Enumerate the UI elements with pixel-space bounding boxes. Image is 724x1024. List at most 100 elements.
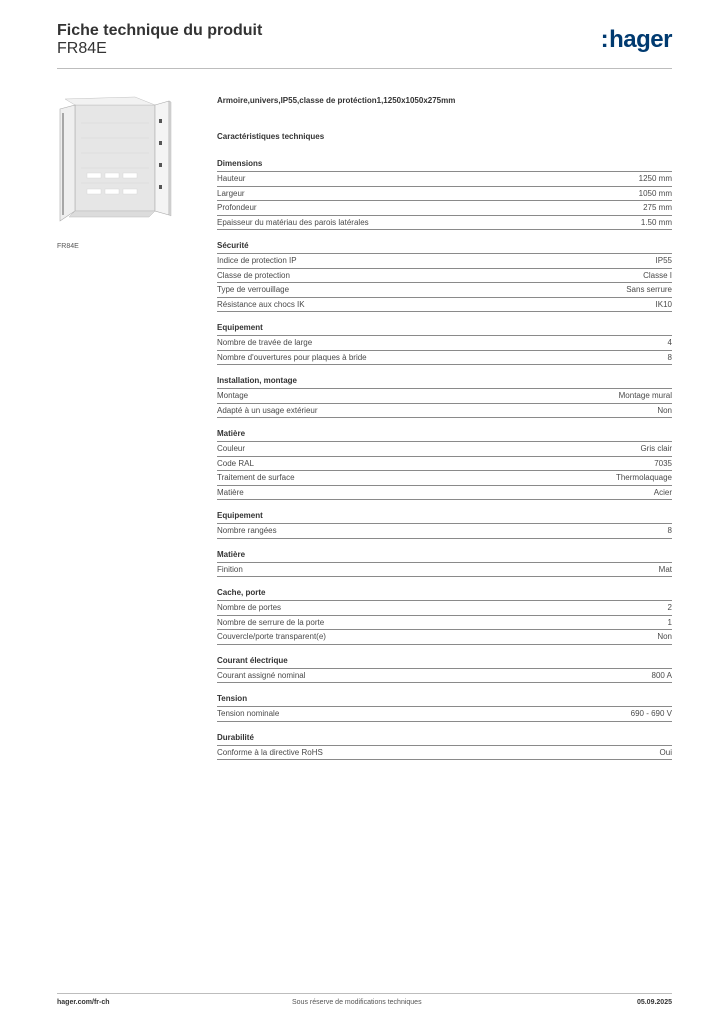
spec-group-title: Matière — [217, 429, 672, 442]
spec-row: Largeur 1050 mm — [217, 187, 672, 201]
spec-group-title: Matière — [217, 550, 672, 563]
spec-label: Nombre de portes — [217, 603, 282, 612]
spec-group-title: Cache, porte — [217, 588, 672, 601]
spec-label: Résistance aux chocs IK — [217, 299, 305, 309]
spec-row: Tension nominale 690 - 690 V — [217, 707, 672, 722]
spec-row: Traitement de surface Thermolaquage — [217, 471, 672, 486]
spec-label: Couvercle/porte transparent(e) — [217, 632, 326, 641]
spec-label: Epaisseur du matériau des parois latéral… — [217, 217, 369, 227]
spec-row: Nombre de travée de large 4 — [217, 336, 672, 351]
product-code: FR84E — [57, 40, 107, 57]
spec-group-title: Durabilité — [217, 733, 672, 746]
spec-label: Courant assigné nominal — [217, 670, 306, 680]
spec-label: Largeur — [217, 188, 245, 198]
spec-value: Gris clair — [640, 444, 672, 453]
spec-value: 1.50 mm — [640, 217, 672, 227]
spec-group-title: Sécurité — [217, 241, 672, 254]
spec-label: Indice de protection IP — [217, 256, 297, 265]
spec-row: Nombre de serrure de la porte 1 — [217, 616, 672, 630]
spec-value: Acier — [653, 487, 672, 497]
spec-label: Nombre d'ouvertures pour plaques à bride — [217, 352, 367, 362]
footer-website: hager.com/fr-ch — [57, 999, 110, 1006]
spec-value: IK10 — [655, 299, 672, 309]
spec-group-title: Dimensions — [217, 159, 672, 172]
spec-label: Matière — [217, 487, 244, 497]
spec-group-title: Tension — [217, 694, 672, 707]
spec-value: Non — [657, 632, 672, 641]
spec-value: IP55 — [655, 256, 672, 265]
header-divider — [57, 68, 672, 69]
spec-value: Thermolaquage — [615, 473, 672, 482]
spec-value: 4 — [667, 338, 672, 347]
spec-row: Conforme à la directive RoHS Oui — [217, 746, 672, 760]
spec-value: Oui — [659, 747, 672, 757]
footer-disclaimer: Sous réserve de modifications techniques — [292, 999, 422, 1006]
document-title: Fiche technique du produit — [57, 22, 263, 39]
footer-divider — [57, 993, 672, 994]
spec-row: Montage Montage mural — [217, 389, 672, 404]
spec-value: 2 — [667, 603, 672, 612]
spec-value: Classe I — [643, 270, 672, 280]
spec-row: Nombre de portes 2 — [217, 601, 672, 616]
spec-group-title: Equipement — [217, 323, 672, 336]
spec-label: Finition — [217, 564, 243, 574]
spec-value: Mat — [658, 564, 672, 574]
spec-row: Type de verrouillage Sans serrure — [217, 283, 672, 298]
spec-row: Code RAL 7035 — [217, 457, 672, 471]
spec-value: 7035 — [654, 458, 672, 468]
spec-label: Montage — [217, 391, 249, 400]
spec-content: Armoire,univers,IP55,classe de protéctio… — [217, 96, 672, 760]
spec-group-title: Equipement — [217, 511, 672, 524]
spec-value: Sans serrure — [626, 285, 672, 294]
spec-value: 1 — [667, 617, 672, 627]
brand-name: hager — [609, 26, 672, 53]
spec-row: Couvercle/porte transparent(e) Non — [217, 630, 672, 645]
spec-row: Résistance aux chocs IK IK10 — [217, 298, 672, 312]
spec-row: Finition Mat — [217, 563, 672, 577]
spec-row: Epaisseur du matériau des parois latéral… — [217, 216, 672, 230]
spec-label: Classe de protection — [217, 270, 290, 280]
spec-row: Adapté à un usage extérieur Non — [217, 404, 672, 418]
spec-label: Profondeur — [217, 203, 257, 212]
spec-value: 690 - 690 V — [630, 709, 672, 718]
product-description: Armoire,univers,IP55,classe de protéctio… — [217, 96, 456, 105]
spec-row: Classe de protection Classe I — [217, 269, 672, 283]
spec-row: Nombre d'ouvertures pour plaques à bride… — [217, 351, 672, 365]
spec-value: 8 — [667, 526, 672, 535]
spec-value: 275 mm — [643, 203, 672, 212]
spec-label: Traitement de surface — [217, 473, 295, 482]
brand-logo: :hager — [600, 26, 673, 53]
spec-label: Conforme à la directive RoHS — [217, 747, 323, 757]
spec-value: 1050 mm — [638, 188, 672, 198]
spec-label: Tension nominale — [217, 709, 280, 718]
spec-group-title: Installation, montage — [217, 376, 672, 389]
product-image — [57, 93, 202, 233]
spec-row: Matière Acier — [217, 486, 672, 500]
spec-label: Hauteur — [217, 174, 246, 183]
spec-label: Code RAL — [217, 458, 254, 468]
spec-value: 1250 mm — [638, 174, 672, 183]
spec-label: Nombre de serrure de la porte — [217, 617, 325, 627]
section-title: Caractéristiques techniques — [217, 132, 325, 141]
spec-label: Adapté à un usage extérieur — [217, 405, 318, 415]
spec-group-title: Courant électrique — [217, 656, 672, 669]
spec-label: Nombre de travée de large — [217, 338, 313, 347]
spec-row: Profondeur 275 mm — [217, 201, 672, 216]
spec-label: Type de verrouillage — [217, 285, 290, 294]
spec-value: Montage mural — [618, 391, 672, 400]
spec-value: Non — [657, 405, 672, 415]
